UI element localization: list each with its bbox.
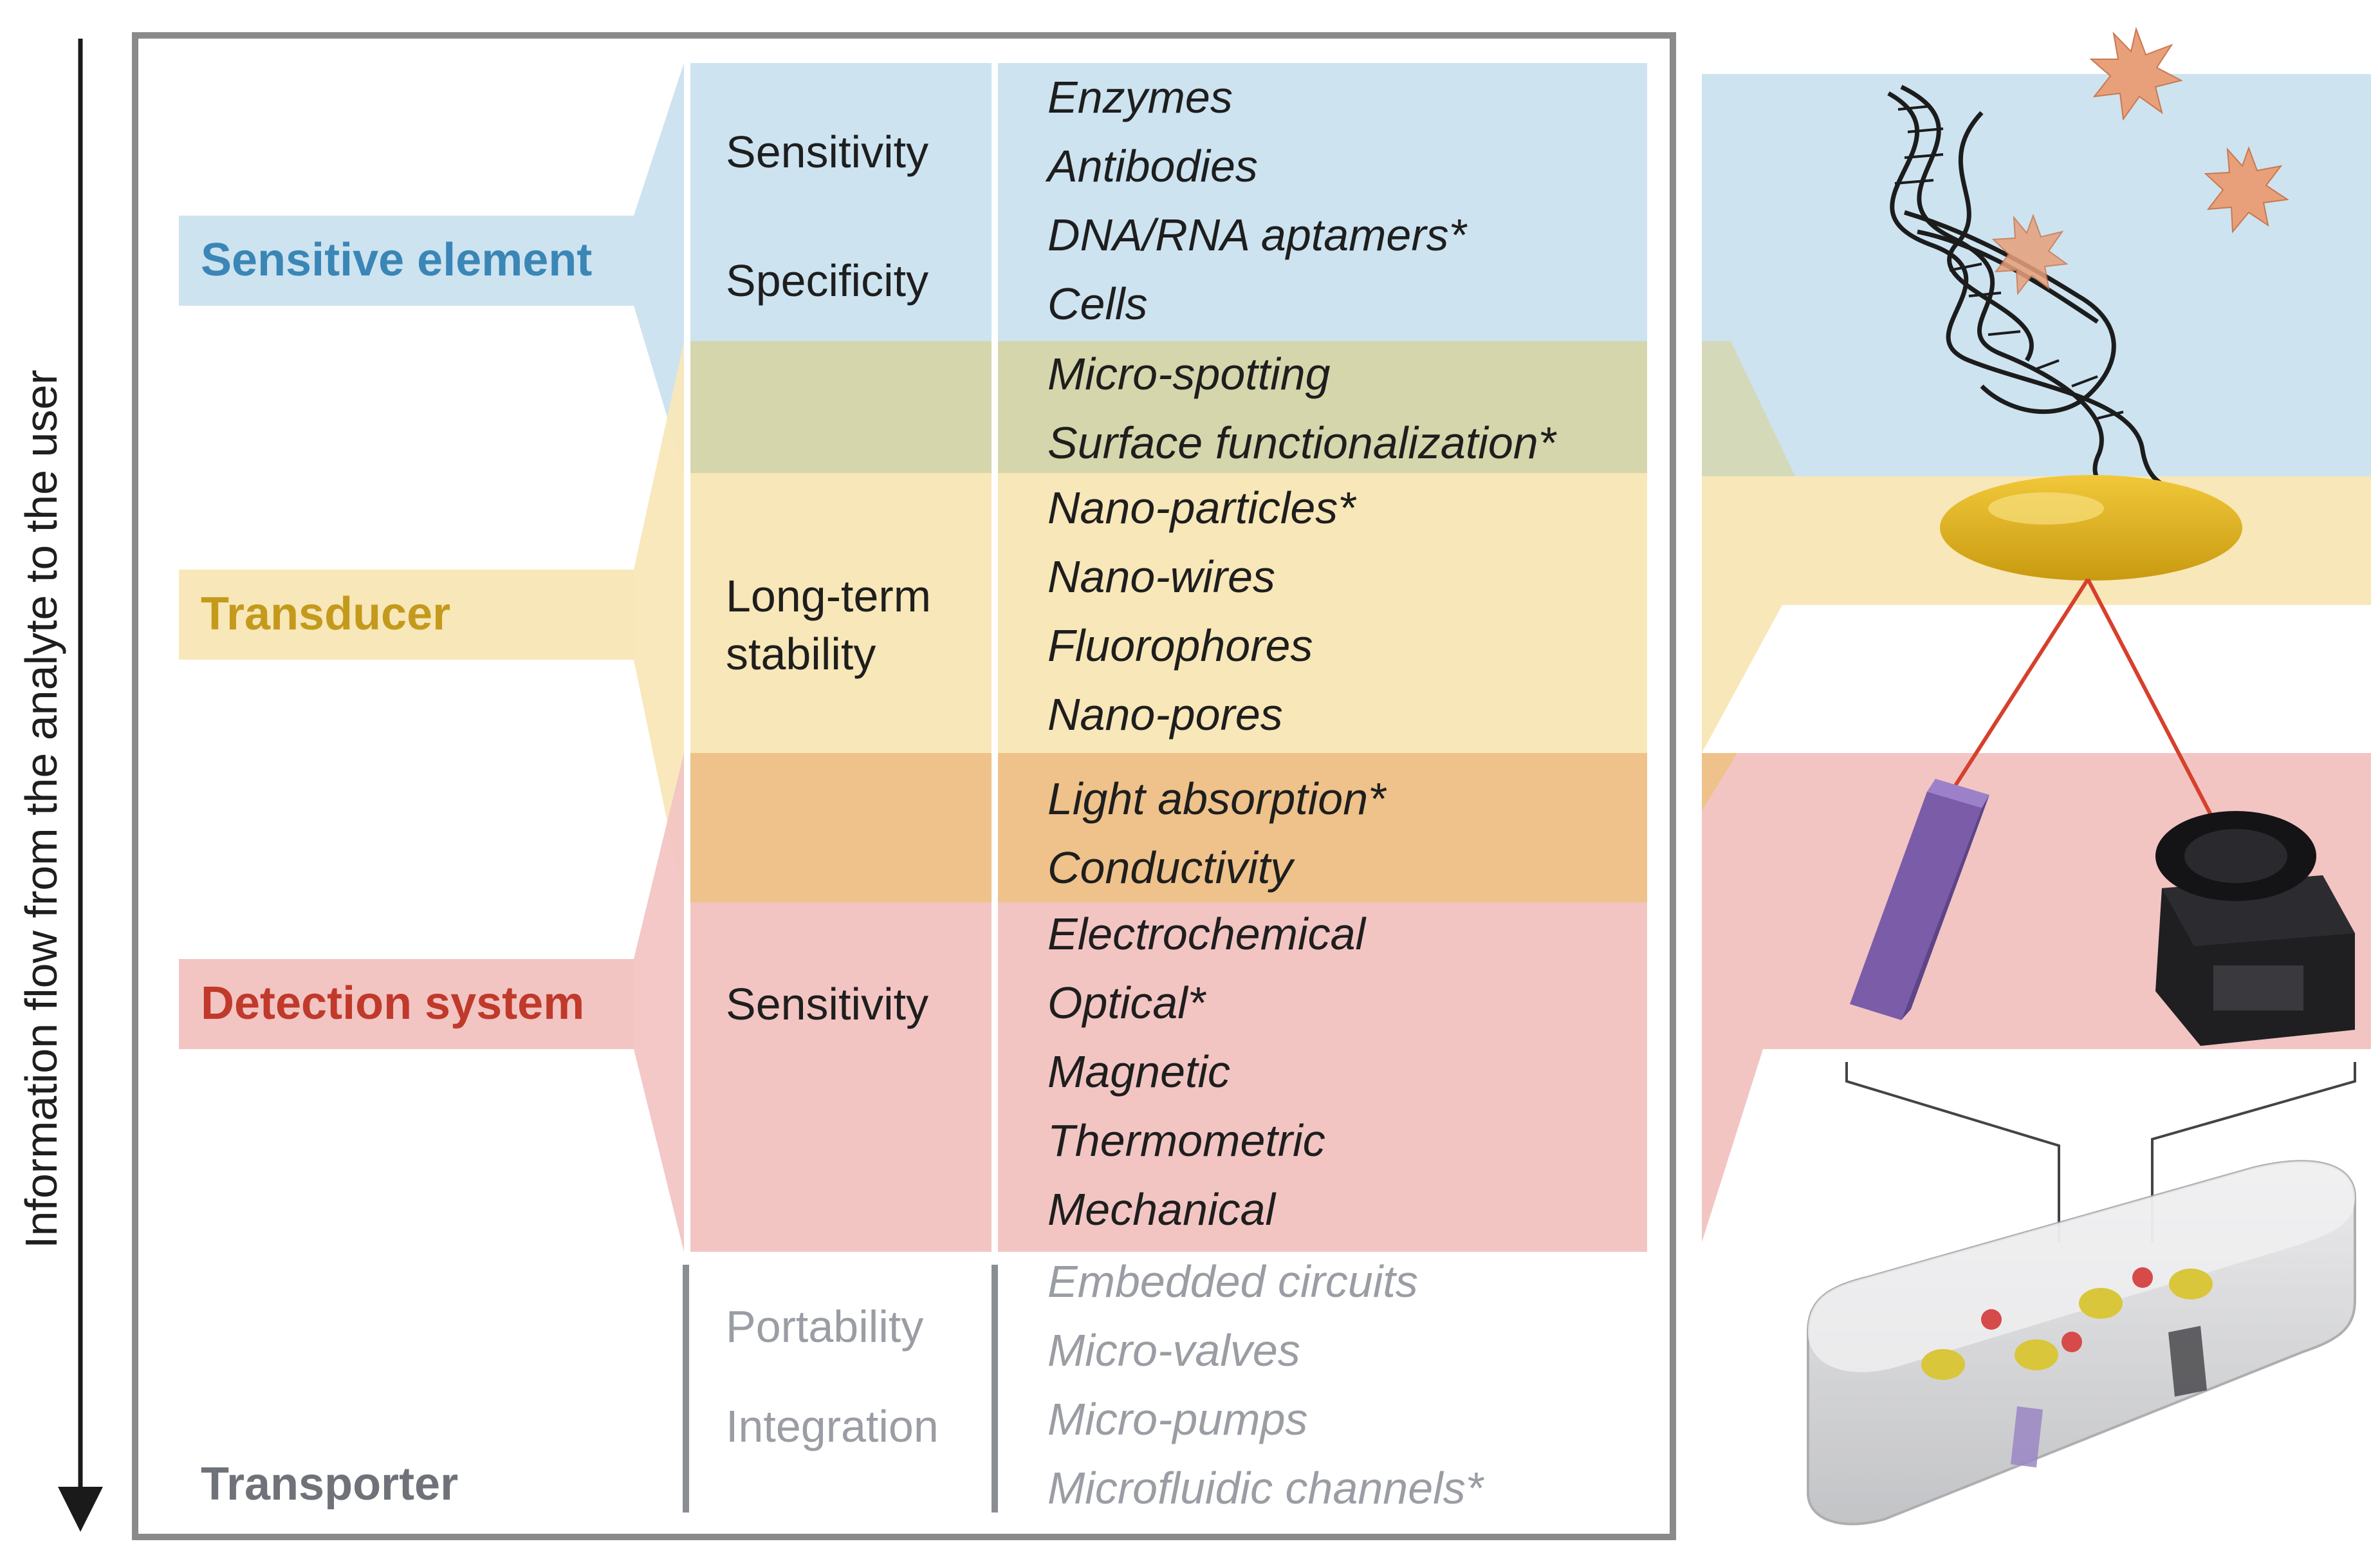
- flow-axis-label: Information flow from the analyte to the…: [16, 369, 66, 1249]
- item-transducer-3: Nano-pores: [1047, 689, 1283, 740]
- property-specificity: Specificity: [726, 256, 928, 306]
- band-overlap-sensitive-transducer: [684, 341, 1647, 473]
- bands: [684, 63, 1647, 1252]
- gold-nanoparticle-icon: [1940, 475, 2242, 581]
- item-transporter-2: Micro-pumps: [1047, 1394, 1308, 1444]
- funnels: [634, 63, 684, 1252]
- analyte-burst-icon: [1991, 26, 2289, 295]
- item-transducer-1: Nano-wires: [1047, 552, 1275, 602]
- category-box-detection: [179, 959, 634, 1049]
- property-sensitivity-detection: Sensitivity: [726, 979, 928, 1029]
- item-overlap_st-1: Surface functionalization*: [1047, 418, 1558, 468]
- property-integration: Integration: [726, 1401, 939, 1451]
- item-transporter-3: Microfluidic channels*: [1047, 1463, 1485, 1513]
- microfluidic-chip-icon: [1807, 1160, 2356, 1525]
- property-portability: Portability: [726, 1301, 923, 1352]
- item-transducer-0: Nano-particles*: [1047, 483, 1357, 533]
- property-sensitivity: Sensitivity: [726, 127, 928, 177]
- property-longterm: Long-term: [726, 571, 931, 621]
- camera-detector-icon: [2155, 811, 2355, 1046]
- category-transducer: Transducer: [201, 588, 450, 640]
- item-detection-4: Mechanical: [1047, 1184, 1277, 1234]
- light-source-icon: [1850, 779, 1989, 1020]
- item-sensitive-0: Enzymes: [1047, 72, 1233, 122]
- item-detection-3: Thermometric: [1047, 1115, 1325, 1166]
- item-detection-1: Optical*: [1047, 978, 1207, 1028]
- category-box-transducer: [179, 570, 634, 660]
- band-overlap-transducer-detection: [684, 753, 1647, 902]
- category-box-sensitive: [179, 216, 634, 306]
- diagram-frame: [132, 32, 1676, 1540]
- funnel-transducer: [634, 341, 684, 902]
- category-detection-system: Detection system: [201, 978, 584, 1029]
- band-detection: [684, 902, 1647, 1252]
- category-labels: Sensitive element Transducer Detection s…: [179, 216, 634, 1510]
- category-sensitive-element: Sensitive element: [201, 234, 592, 286]
- item-sensitive-1: Antibodies: [1045, 141, 1258, 191]
- zoom-connector: [1845, 1062, 2356, 1242]
- item-transducer-2: Fluorophores: [1047, 620, 1313, 671]
- item-overlap_td-1: Conductivity: [1047, 843, 1295, 893]
- item-detection-0: Electrochemical: [1047, 909, 1367, 959]
- band-transducer: [684, 473, 1647, 753]
- item-transporter-1: Micro-valves: [1047, 1325, 1300, 1375]
- item-detection-2: Magnetic: [1047, 1047, 1230, 1097]
- item-sensitive-2: DNA/RNA aptamers*: [1047, 210, 1468, 260]
- flow-axis: Information flow from the analyte to the…: [16, 39, 103, 1532]
- column-dividers: [683, 63, 998, 1513]
- funnel-detection: [634, 753, 684, 1252]
- band-sensitive: [684, 63, 1647, 341]
- funnel-sensitive: [634, 63, 684, 473]
- property-column: Sensitivity Specificity Long-term stabil…: [726, 127, 939, 1451]
- item-sensitive-3: Cells: [1047, 279, 1148, 329]
- item-overlap_td-0: Light absorption*: [1047, 774, 1387, 824]
- illustration: [1702, 26, 2371, 1525]
- item-overlap_st-0: Micro-spotting: [1047, 349, 1331, 399]
- category-transporter: Transporter: [201, 1458, 458, 1510]
- item-transporter-0: Embedded circuits: [1047, 1256, 1418, 1307]
- property-stability: stability: [726, 629, 876, 679]
